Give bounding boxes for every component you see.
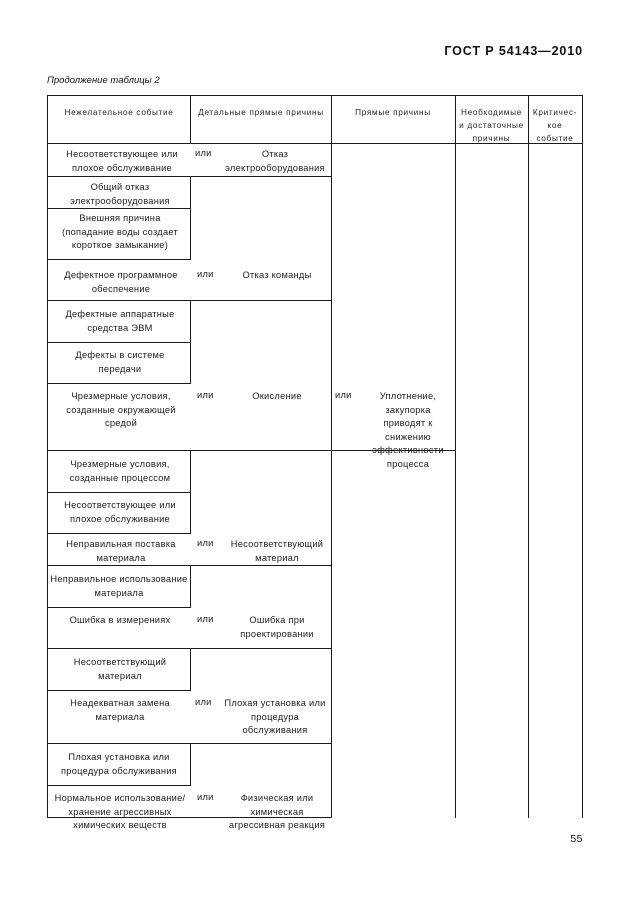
rule-col4-left: [455, 95, 456, 818]
cell-col1-14: Плохая установка или процедура обслужива…: [61, 752, 177, 776]
cell-col1-11: Ошибка в измерениях: [69, 615, 171, 625]
rule-r4-bottom: [47, 300, 332, 301]
rule-header-bottom: [47, 143, 583, 144]
rule-r16-bottom: [47, 817, 332, 818]
cell-col2-1: Отказ команды: [242, 270, 312, 280]
rule-r15-right: [190, 743, 191, 785]
rule-r7-bottom: [47, 450, 456, 451]
rule-r2-bottom: [47, 208, 191, 209]
rule-r6-bottom: [47, 383, 191, 384]
rule-col5-left: [528, 95, 529, 818]
rule-r11-right: [190, 565, 191, 607]
cell-col2-3: Несоответствующий материал: [230, 539, 324, 563]
cell-col2-5: Плохая установка или процедура обслужива…: [224, 698, 326, 735]
rule-r5-bottom: [47, 342, 191, 343]
rule-col2-left-header: [190, 95, 191, 144]
table-continuation-label: Продолжение таблицы 2: [47, 75, 160, 86]
rule-r3-bottom: [47, 259, 191, 260]
connector-or-7: или: [195, 697, 212, 707]
connector-or-5: или: [197, 538, 214, 548]
cell-col1-8: Несоответствующее или плохое обслуживани…: [64, 500, 176, 524]
header-cell-4: Необходимые и достаточные причины: [459, 108, 524, 143]
rule-r2-right: [190, 176, 191, 260]
cell-col2-0: Отказ электрооборудования: [225, 149, 325, 173]
causes-table: Нежелательное событие Детальные прямые п…: [47, 95, 583, 830]
connector-or-1: или: [195, 148, 212, 158]
cell-col1-5: Дефекты в системе передачи: [75, 350, 165, 374]
connector-or-8: или: [197, 792, 214, 802]
rule-r10-bottom: [47, 565, 332, 566]
rule-r9-bottom: [47, 533, 191, 534]
rule-outer-right: [582, 95, 583, 818]
cell-col2-2: Окисление: [252, 391, 302, 401]
cell-col2-6: Физическая или химическая агрессивная ре…: [228, 793, 326, 830]
cell-col1-9: Неправильная поставка материала: [66, 539, 176, 563]
standard-title: ГОСТ Р 54143—2010: [444, 44, 583, 58]
cell-col1-3: Дефектное программное обеспечение: [64, 270, 178, 294]
cell-col1-1: Общий отказ электрооборудования: [70, 182, 170, 206]
rule-r1-bottom: [47, 176, 332, 177]
rule-header-top: [47, 95, 583, 96]
rule-r12-bottom: [47, 648, 332, 649]
rule-r15-bottom: [47, 785, 191, 786]
rule-r13-right: [190, 648, 191, 690]
rule-r13-bottom: [47, 690, 191, 691]
cell-col1-0: Несоответствующее или плохое обслуживани…: [66, 149, 178, 173]
cell-col1-6: Чрезмерные условия, созданные окружающей…: [66, 391, 176, 428]
connector-or-4: или: [335, 390, 352, 400]
cell-col2-4: Ошибка при проектировании: [240, 615, 314, 639]
header-cell-5: Критичес- кое событие: [532, 108, 578, 143]
connector-or-2: или: [197, 269, 214, 279]
cell-col1-7: Чрезмерные условия, созданные процессом: [69, 459, 171, 483]
page-number: 55: [570, 833, 583, 845]
rule-r8-bottom: [47, 492, 191, 493]
rule-r11-bottom: [47, 607, 191, 608]
cell-col1-12: Несоответствующий материал: [73, 657, 167, 681]
rule-col3-left: [331, 95, 332, 818]
cell-col1-10: Неправильное использование материала: [50, 574, 188, 598]
header-cell-3: Прямые причины: [355, 108, 431, 117]
cell-col1-13: Неадекватная замена материала: [70, 698, 170, 722]
cell-col1-4: Дефектные аппаратные средства ЭВМ: [65, 309, 175, 333]
connector-or-6: или: [197, 614, 214, 624]
cell-col3-0: Уплотнение, закупорка приводят к снижени…: [372, 391, 444, 469]
rule-outer-left: [47, 95, 48, 818]
header-cell-1: Нежелательное событие: [64, 108, 174, 117]
cell-col1-2: Внешняя причина (попадание воды создает …: [61, 213, 178, 250]
rule-r14-bottom: [47, 743, 332, 744]
header-cell-2: Детальные прямые причины: [198, 108, 324, 117]
connector-or-3: или: [197, 390, 214, 400]
cell-col1-15: Нормальное использование/хранение агресс…: [54, 793, 186, 830]
